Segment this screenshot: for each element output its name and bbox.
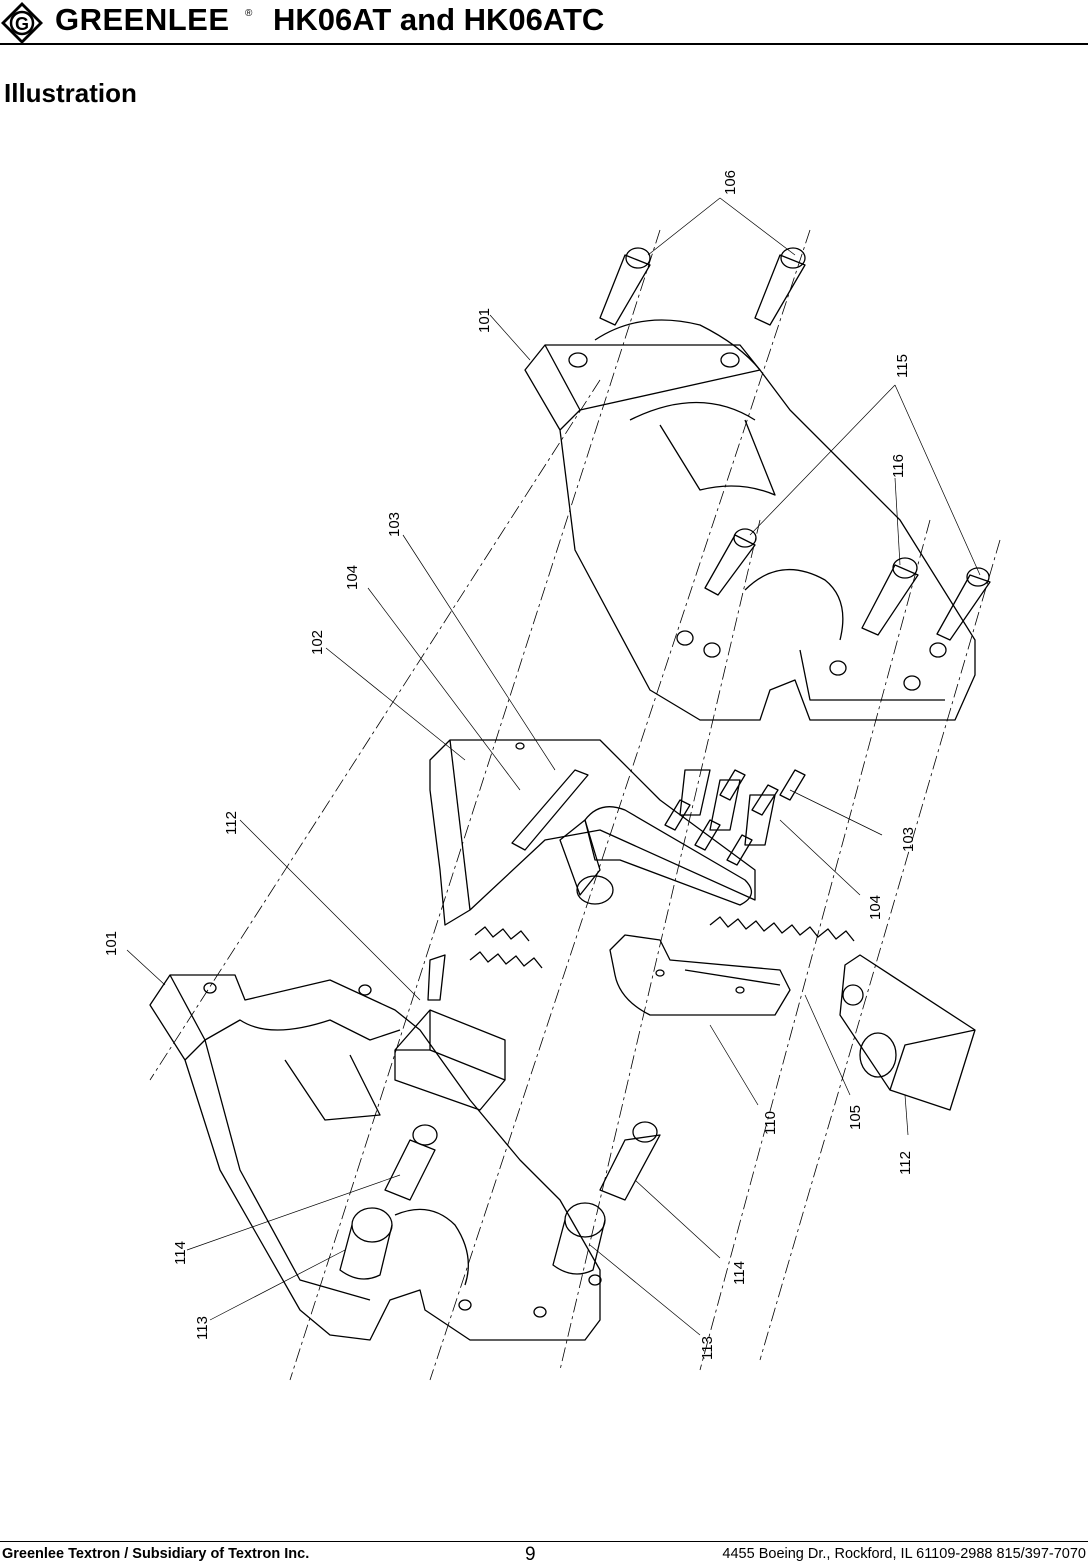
top-body-101 xyxy=(524,319,976,721)
footer-company: Greenlee Textron / Subsidiary of Textron… xyxy=(2,1546,310,1562)
callout-115: 115 xyxy=(894,354,911,378)
bottom-body-101 xyxy=(149,974,602,1341)
registered-mark: ® xyxy=(245,8,253,19)
block-112-left xyxy=(394,954,506,1111)
footer-rule xyxy=(0,1541,1088,1542)
callout-113-left: 113 xyxy=(194,1316,211,1340)
screws-106 xyxy=(599,247,806,326)
springs xyxy=(469,916,855,969)
block-112-right xyxy=(839,954,976,1111)
callout-116: 116 xyxy=(890,454,907,478)
footer-address: 4455 Boeing Dr., Rockford, IL 61109-2988… xyxy=(722,1546,1086,1562)
callout-104-right: 104 xyxy=(867,895,884,920)
pins-and-springs xyxy=(511,769,806,866)
middle-block-102 xyxy=(429,739,756,926)
header-rule xyxy=(0,43,1088,45)
callout-102: 102 xyxy=(309,630,326,655)
callout-112-bottom: 112 xyxy=(897,1151,914,1175)
callout-114-left: 114 xyxy=(172,1241,189,1265)
callout-103-right: 103 xyxy=(900,827,917,852)
leader-lines xyxy=(126,197,981,1336)
page-number: 9 xyxy=(525,1544,536,1565)
model-title: HK06AT and HK06ATC xyxy=(273,2,605,37)
callout-105: 105 xyxy=(847,1105,864,1130)
callout-114-right: 114 xyxy=(731,1261,748,1285)
logo-letter: G xyxy=(15,14,29,34)
exploded-parts-diagram: 106 101 115 116 103 104 102 112 103 104 … xyxy=(103,170,1001,1381)
pawl-110 xyxy=(609,934,791,1016)
pins-114-bushings-113 xyxy=(339,1121,661,1280)
callout-110: 110 xyxy=(762,1111,779,1135)
callout-106: 106 xyxy=(722,170,739,195)
center-lines xyxy=(149,229,1001,1381)
greenlee-logo-icon: G xyxy=(1,2,43,44)
callout-112-top: 112 xyxy=(223,811,240,835)
callout-101-top: 101 xyxy=(476,308,493,333)
callout-101-bottom: 101 xyxy=(103,931,120,956)
page-header: G GREENLEE ® HK06AT and HK06ATC xyxy=(0,0,1088,46)
brand-name: GREENLEE xyxy=(55,2,230,37)
screws-115-116 xyxy=(704,528,991,641)
callout-113-right: 113 xyxy=(699,1336,716,1360)
section-title: Illustration xyxy=(4,78,137,108)
cam-lever xyxy=(559,806,752,906)
callout-104-top: 104 xyxy=(344,565,361,590)
callout-103-top: 103 xyxy=(386,512,403,537)
